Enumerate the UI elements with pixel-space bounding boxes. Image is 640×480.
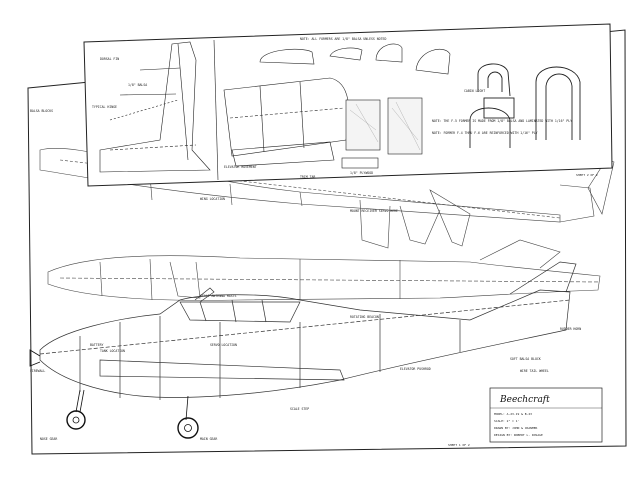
label-rotating-beacon: ROTATING BEACON: [350, 315, 379, 319]
label-soft-balsa: SOFT BALSA BLOCK: [510, 357, 541, 361]
label-note-f5: NOTE: THE F-5 FORMER IS MADE FROM 1/8" B…: [432, 119, 572, 123]
label-balsa-blocks: BALSA BLOCKS: [30, 109, 53, 113]
label-cabin-light: CABIN LIGHT: [464, 89, 485, 93]
sheet-2-number: SHEET 2 OF 2: [576, 173, 598, 177]
label-scale-antenna: SCALE ANTENNA MASTS: [200, 294, 237, 298]
title-scale: SCALE: 2" = 1': [494, 419, 519, 423]
label-trim-tab: TRIM TAB: [300, 175, 315, 179]
label-tank-location: TANK LOCATION: [100, 349, 125, 353]
label-wing-location: WING LOCATION: [200, 197, 225, 201]
brand-logo-text: Beechcraft: [499, 395, 550, 405]
label-elevator-pushrod: ELEVATOR PUSHROD: [400, 367, 431, 371]
label-tailwheel: WIRE TAIL WHEEL: [520, 369, 549, 373]
sheet-1-number: SHEET 1 OF 2: [448, 443, 470, 447]
label-plywood: 1/8" PLYWOOD: [350, 171, 373, 175]
label-nose-gear: NOSE GEAR: [40, 437, 57, 441]
label-scale-step: SCALE STEP: [290, 407, 309, 411]
label-note-f4: NOTE: FORMER F-4 THRU F-6 ARE REINFORCED…: [432, 131, 538, 135]
label-mount-servo: MOUNT RECEIVER SERVO HERE: [350, 209, 398, 213]
label-main-gear: MAIN GEAR: [200, 437, 217, 441]
title-design: DESIGN BY: ROBERT L. ROSAGE: [494, 433, 543, 437]
label-elevator-movement: ELEVATOR MOVEMENT: [224, 165, 257, 169]
label-firewall: FIREWALL: [30, 369, 45, 373]
label-servo-location: SERVO LOCATION: [210, 343, 237, 347]
label-typical-hinge: TYPICAL HINGE: [92, 105, 117, 109]
sheet-2-tail-formers: DORSAL FIN TYPICAL HINGE 1/8" BALSA TRIM…: [83, 23, 613, 187]
label-dorsal-fin: DORSAL FIN: [100, 57, 119, 61]
title-drawn: DRAWN BY: JOHN & CRANMER: [494, 426, 538, 430]
label-battery: BATTERY: [90, 343, 104, 347]
label-rudder-horn: RUDDER HORN: [560, 327, 581, 331]
label-balsa-sheet: 1/8" BALSA: [128, 83, 147, 87]
title-model: MODEL: A-23-19 & B-23: [494, 412, 532, 416]
title-block: Beechcraft MODEL: A-23-19 & B-23 SCALE: …: [489, 387, 603, 443]
label-note-formers: NOTE: ALL FORMERS ARE 1/8" BALSA UNLESS …: [300, 37, 386, 41]
